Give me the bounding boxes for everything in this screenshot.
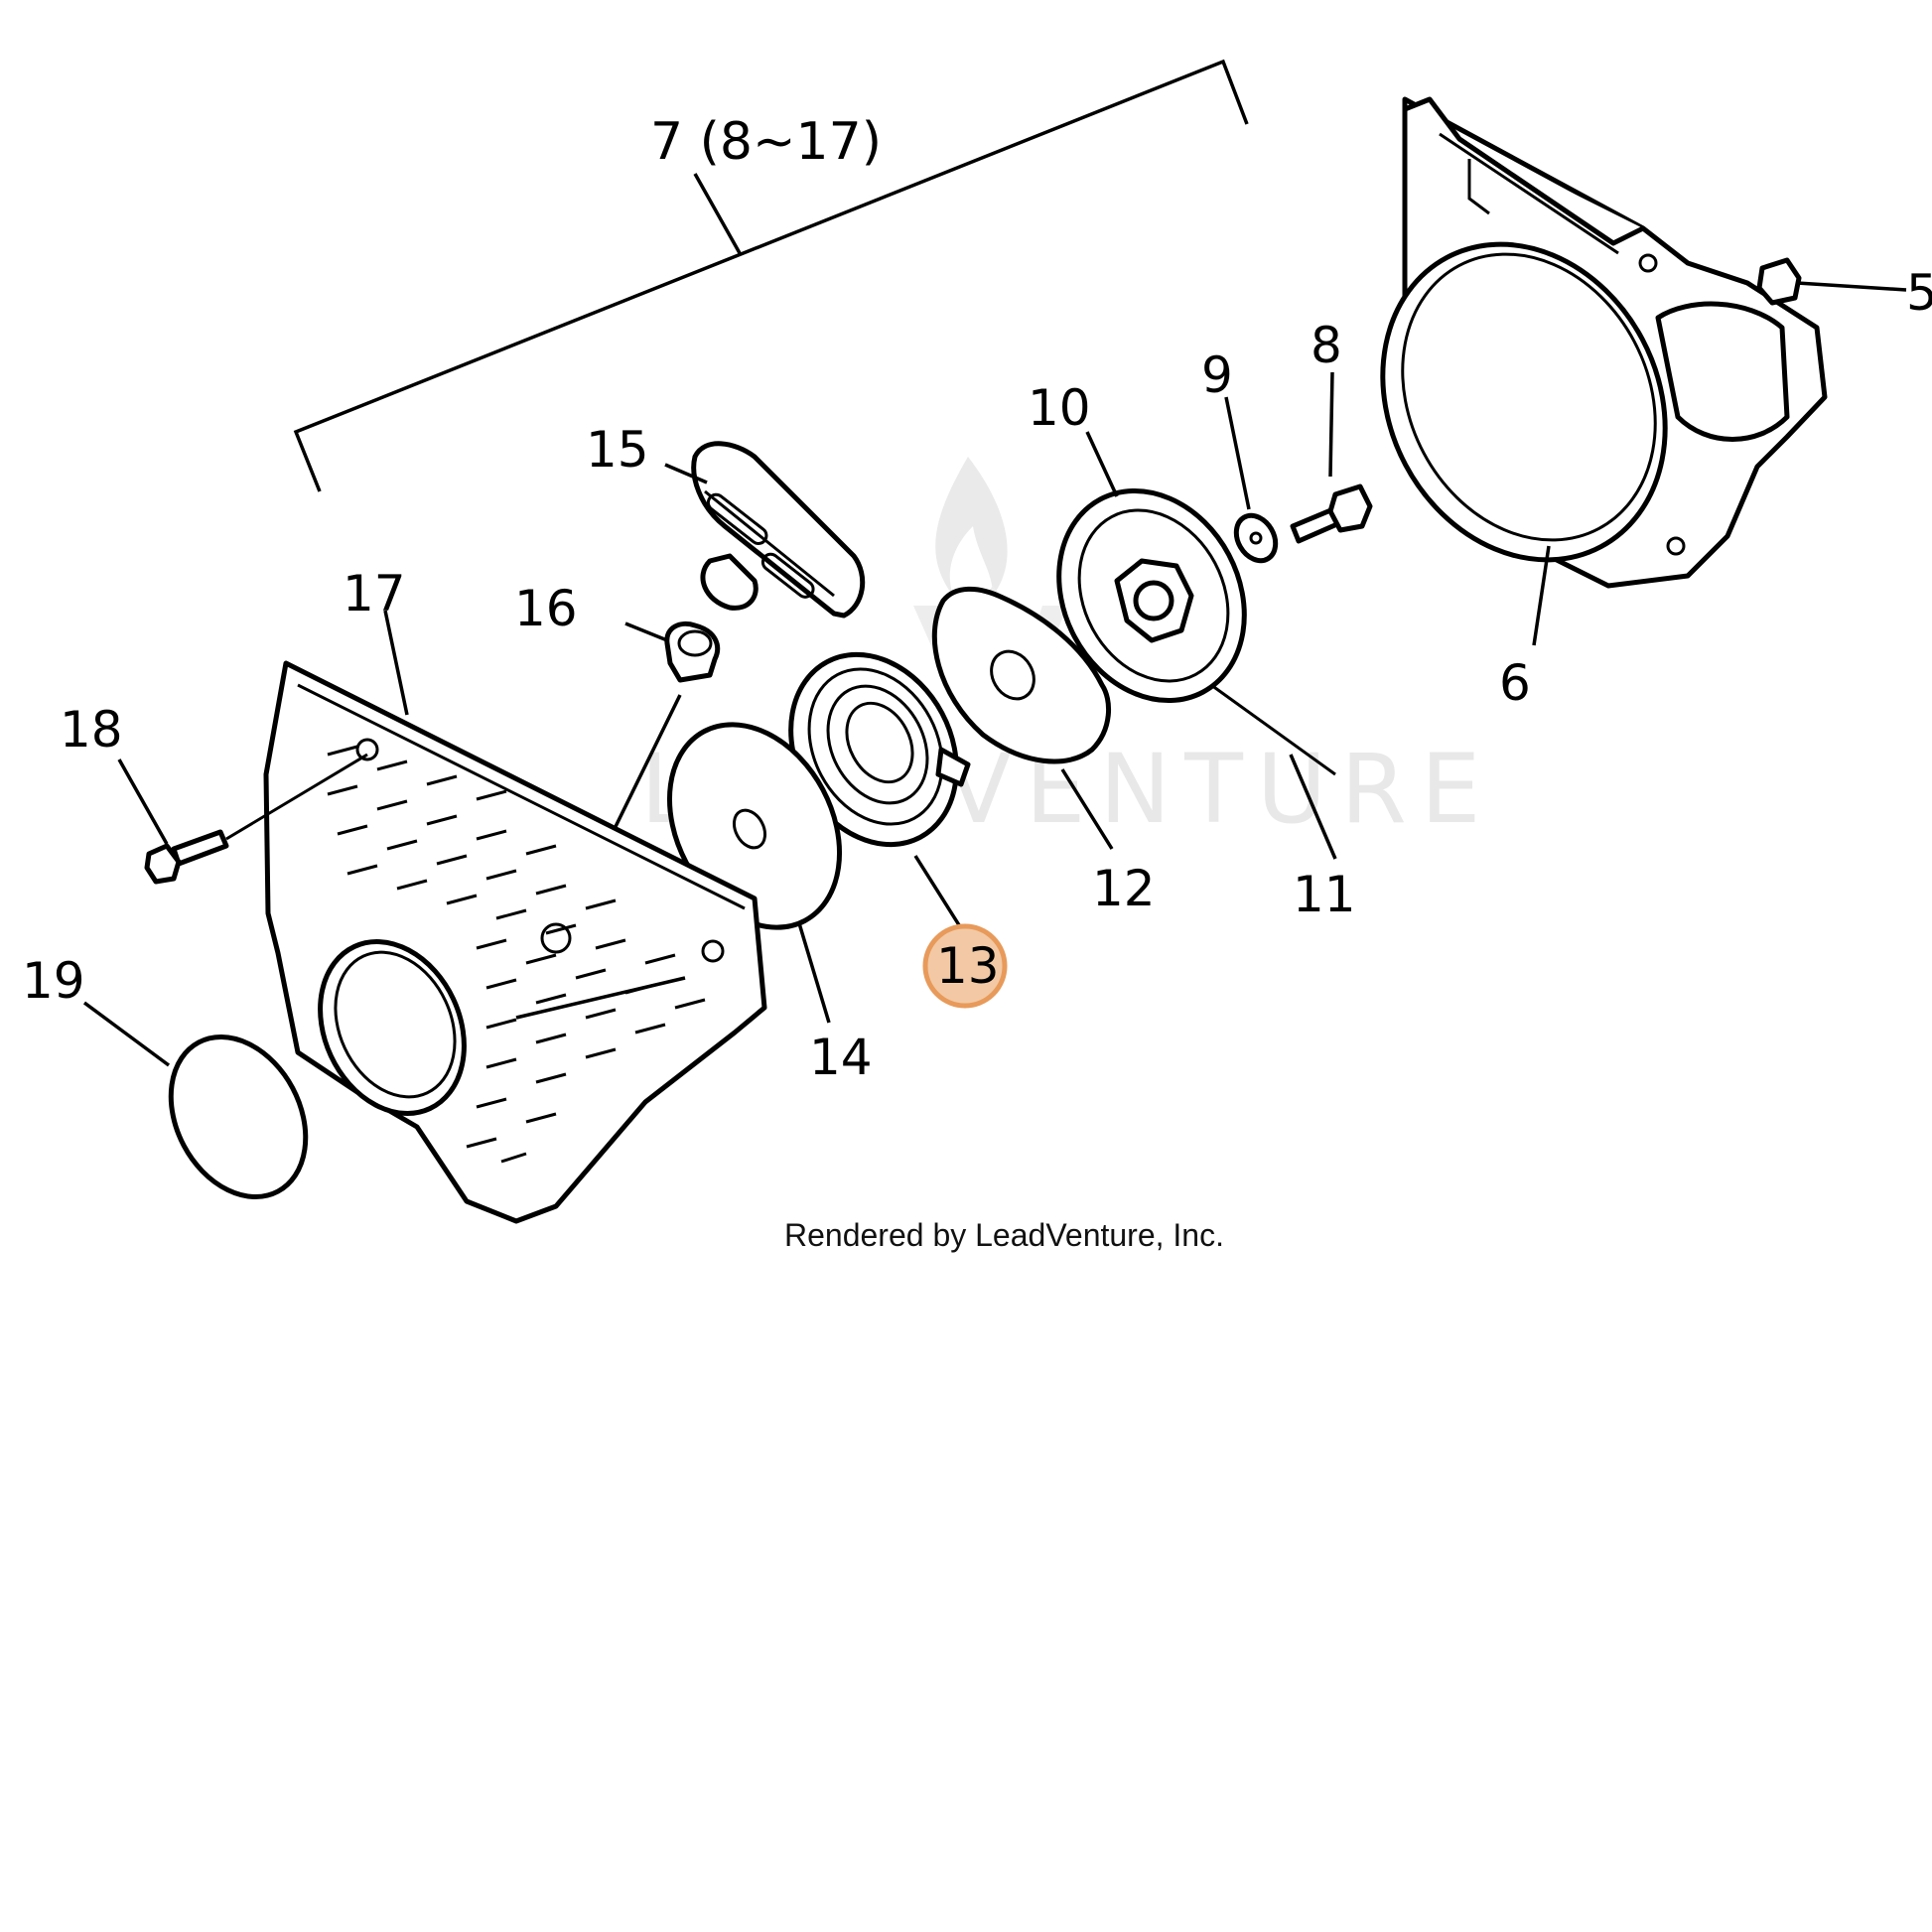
part-13-spring	[788, 651, 971, 929]
callout-15: 15	[586, 421, 649, 479]
callout-19: 19	[22, 952, 85, 1010]
part-11-rope	[1210, 683, 1337, 860]
part-5-nut	[1756, 257, 1907, 306]
part-18-screw	[117, 753, 368, 885]
callout-11: 11	[1293, 866, 1356, 923]
group-label: 7 (8~17)	[650, 112, 882, 172]
callout-13-highlight[interactable]: 13	[922, 923, 1008, 1009]
cover-grille	[327, 745, 706, 1164]
callout-14: 14	[809, 1029, 873, 1086]
part-19-ring	[82, 1001, 309, 1199]
assembly-bracket: 7 (8~17)	[293, 59, 1249, 492]
watermark-flame-icon	[935, 457, 1008, 596]
part-17-cover	[263, 610, 767, 1224]
credit-text: Rendered by LeadVenture, Inc.	[784, 1217, 1224, 1253]
part-6-housing	[1380, 96, 1828, 646]
part-8-bolt	[1290, 371, 1373, 544]
callout-5: 5	[1906, 264, 1932, 322]
part-10-pulley	[1056, 431, 1247, 704]
part-15-handle	[664, 441, 866, 619]
callout-17: 17	[343, 565, 406, 622]
callout-16: 16	[514, 580, 578, 637]
callout-8: 8	[1311, 317, 1342, 374]
callout-12: 12	[1092, 860, 1156, 917]
highlight-ring	[922, 923, 1008, 1009]
part-9-washer	[1224, 396, 1279, 564]
callout-6: 6	[1499, 654, 1531, 712]
callout-9: 9	[1201, 346, 1233, 404]
callout-13: 13	[936, 937, 1000, 995]
callout-18: 18	[60, 701, 123, 759]
part-12-plate	[931, 586, 1114, 850]
callout-10: 10	[1028, 379, 1091, 437]
